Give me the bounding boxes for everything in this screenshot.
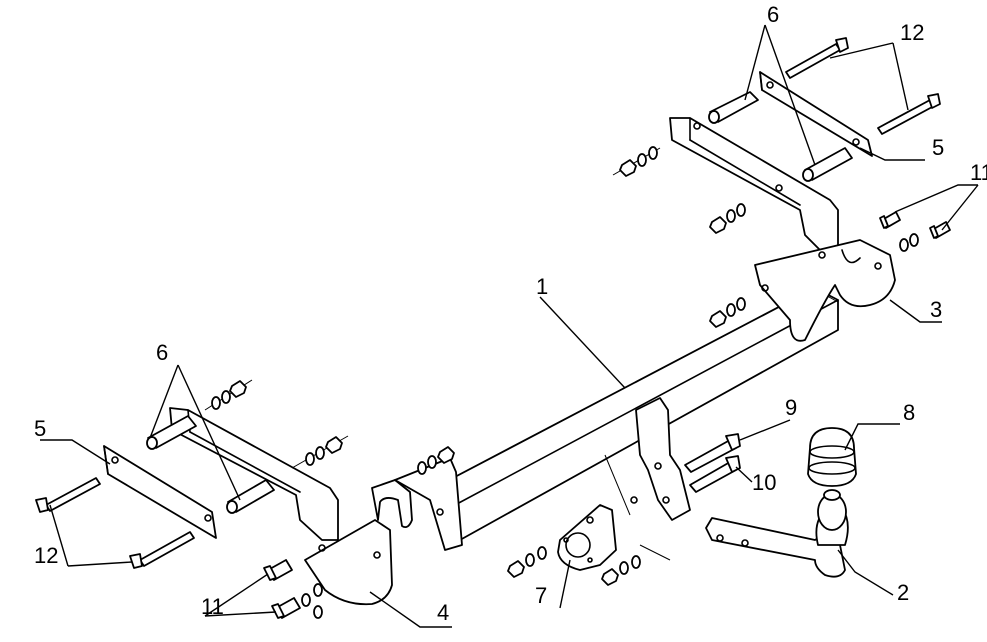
left-nuts-washers [204,379,455,475]
callout-12-right: 12 [900,20,924,45]
socket-plate [557,504,617,571]
callout-11-right: 11 [970,160,987,185]
right-clamp-plate [759,71,873,157]
callout-12-left: 12 [34,543,58,568]
callout-10: 10 [752,470,776,495]
callout-labels: 1 2 3 4 5 5 6 6 7 8 9 10 11 11 12 12 [34,2,987,625]
callout-3: 3 [930,297,942,322]
callout-5-left: 5 [34,416,46,441]
left-bolts-11 [263,559,323,619]
callout-8: 8 [903,400,915,425]
ball-cover [807,427,857,487]
callout-5-right: 5 [932,135,944,160]
left-spacer-tubes [146,415,275,514]
callout-6-right: 6 [767,2,779,27]
callout-6-left: 6 [156,340,168,365]
left-long-bolts [35,477,195,569]
callout-9: 9 [785,395,797,420]
tow-arm [705,489,849,578]
left-side-bracket [169,407,463,606]
right-nuts-washers [612,146,746,328]
leader-lines [40,24,979,628]
callout-4: 4 [437,600,449,625]
right-bolts-11 [879,211,951,252]
bolts-9-10 [684,433,741,493]
socket-nuts [507,544,671,586]
right-side-bracket [669,117,896,342]
right-spacer-tubes [708,91,853,182]
callout-11-left: 11 [201,594,224,619]
callout-1: 1 [536,274,548,299]
left-clamp-plate [103,445,217,539]
callout-2: 2 [897,580,909,605]
callout-7: 7 [535,583,547,608]
centre-hanger-bracket [604,397,691,521]
right-long-bolts [785,37,941,135]
